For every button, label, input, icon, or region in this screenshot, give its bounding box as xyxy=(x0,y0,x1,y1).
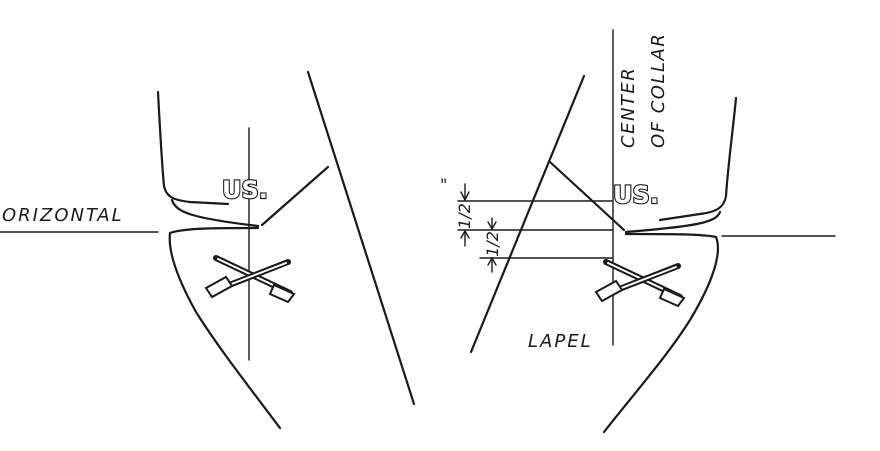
center-label: CENTER xyxy=(618,67,639,148)
dimension-mark: " xyxy=(440,175,447,194)
right-us-insignia: US. xyxy=(613,181,659,209)
right-lapel-edge xyxy=(469,74,586,354)
left-notch-slant xyxy=(260,165,330,227)
dimension-upper-label: 1/2 xyxy=(455,203,474,229)
left-collar-lower-outline xyxy=(168,231,282,430)
left-collar: US. ORIZONTAL xyxy=(0,70,416,430)
right-collar-notch-upper xyxy=(624,210,722,234)
left-us-insignia: US. xyxy=(222,176,268,204)
left-collar-notch-upper xyxy=(170,198,260,228)
dimension-arrows-icon xyxy=(460,183,497,273)
horizontal-label: ORIZONTAL xyxy=(2,205,124,226)
left-collar-upper-outline xyxy=(156,90,230,206)
right-collar: " 1/2 1/2 US. CENTER OF COLLAR LAPEL xyxy=(440,29,836,434)
right-collar-upper-outline xyxy=(658,96,738,222)
right-collar-notch-lower xyxy=(624,232,718,239)
dimension-lower-label: 1/2 xyxy=(483,231,502,257)
left-lapel-edge xyxy=(306,70,416,406)
of-collar-label: OF COLLAR xyxy=(648,33,669,148)
lapel-label: LAPEL xyxy=(528,331,593,352)
right-collar-lower-outline xyxy=(602,235,720,434)
right-notch-slant xyxy=(548,160,626,232)
left-collar-notch-lower xyxy=(168,226,260,235)
right-crossed-rifles-icon xyxy=(594,259,686,308)
left-crossed-rifles-icon xyxy=(204,255,296,304)
